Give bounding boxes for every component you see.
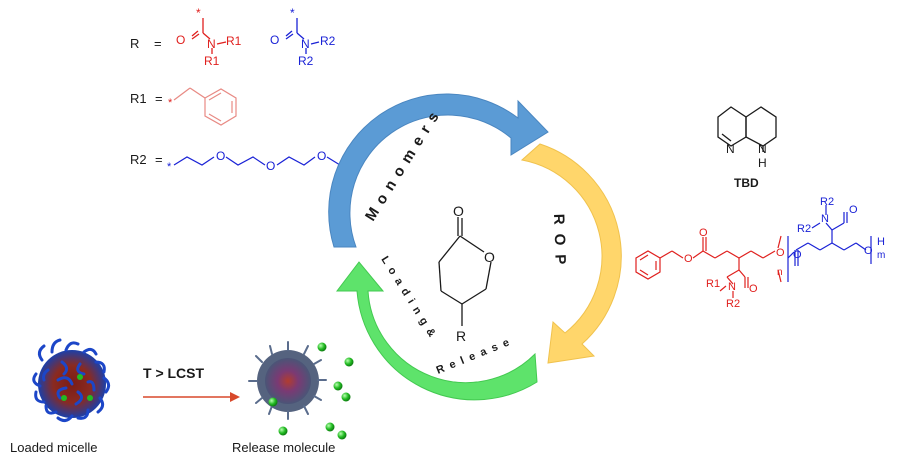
nh-n: N [758,142,767,156]
r2-substituent: R2 [820,196,834,208]
released-molecule [337,430,347,440]
carbonyl-o: O [453,203,464,219]
loaded-micelle-label: Loaded micelle [10,440,97,455]
terminal-o: O [864,245,873,257]
carbonyl-o: O [176,33,185,47]
released-molecule [278,426,288,436]
r1-substituent: R1 [226,34,242,48]
ester-carbonyl-o: O [699,227,708,239]
amide-n: N [207,37,216,51]
equals-sign: = [155,152,163,167]
micelle-corona [32,338,111,423]
carbonyl-o: O [270,33,279,47]
amide-carbonyl-o: O [849,204,858,216]
tbd-structure [717,106,777,152]
monomers-arrow [328,93,549,248]
equals-sign: = [154,36,162,51]
star-mark: * [167,161,172,173]
released-molecule [341,392,351,402]
ring-o: O [484,249,495,265]
r2-substituent: R2 [797,223,811,235]
amide-n: N [728,281,736,293]
tbd-label: TBD [734,176,759,190]
ether-o: O [216,149,225,163]
m-subscript: m [877,250,885,261]
released-molecule [317,342,327,352]
ester-o: O [776,247,785,259]
released-molecule [333,381,343,391]
r-substituent: R [456,328,466,344]
star-mark: * [290,6,295,20]
amide-carbonyl-o: O [749,283,758,295]
release-micelle: Release molecule [232,341,354,455]
release-label: Release [435,334,517,376]
r1-substituent: R1 [204,54,220,68]
released-molecule [325,422,335,432]
r2-substituent: R2 [726,298,740,310]
r-definition: R = * O N R1 R1 * O N R2 R2 [130,6,336,68]
amide-r2-fragment [285,18,320,54]
r2-substituent: R2 [320,34,336,48]
nh-h: H [758,156,767,170]
release-molecule-label: Release molecule [232,440,335,455]
r-label: R [130,36,139,51]
blue-block-structure [787,205,872,282]
r2-substituent: R2 [298,54,314,68]
ring-n: N [726,142,735,156]
ether-o: O [266,159,275,173]
r2-label: R2 [130,152,147,167]
r1-definition: R1 = * [130,87,237,126]
collapsed-corona [248,341,327,420]
rop-arrow [520,143,622,364]
ester-o: O [684,253,693,265]
r1-label: R1 [130,91,147,106]
loading-label: Loading& [378,254,440,344]
amide-n: N [301,37,310,51]
transition-label: T > LCST [143,365,205,381]
benzyl-structure [173,87,237,126]
n-subscript: n [777,267,783,278]
star-mark: * [168,97,173,109]
tbd-catalyst: N N H TBD [717,106,777,190]
star-mark: * [196,6,201,20]
ether-o: O [317,149,326,163]
r2-definition: R2 = * O O O [130,149,341,173]
red-block-structure [635,235,782,298]
caprolactone-structure [438,217,492,326]
r1-substituent: R1 [706,278,720,290]
loading-release-arrow [335,261,538,401]
amide-r1-fragment [191,18,227,54]
rop-label: ROP [550,214,569,274]
released-molecule [268,397,278,407]
ester-carbonyl-o: O [793,249,802,261]
amide-n: N [821,213,829,225]
lcst-transition: T > LCST [143,365,240,402]
released-molecule [344,357,354,367]
block-copolymer: O O O O N R1 R2 n O O [635,196,885,310]
h-end: H [877,236,885,248]
reaction-cycle: Monomers ROP Loading& Release O O R [328,93,622,401]
loaded-micelle: Loaded micelle [10,338,111,455]
equals-sign: = [155,91,163,106]
transition-arrowhead [230,392,240,402]
